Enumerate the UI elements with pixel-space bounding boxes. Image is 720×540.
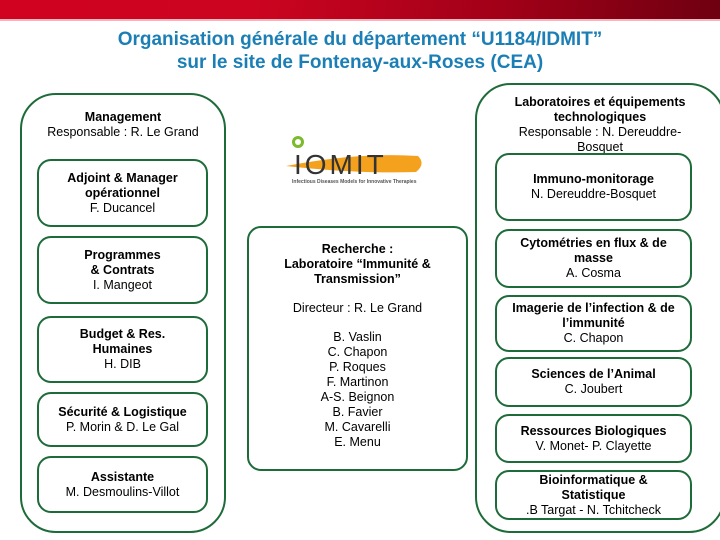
research-member: P. Roques bbox=[329, 360, 386, 374]
labs-box: Bioinformatique & Statistique.B Targat -… bbox=[495, 470, 692, 520]
box-title: Cytométries en flux & de masse bbox=[520, 236, 667, 265]
labs-title: Laboratoires et équipements technologiqu… bbox=[514, 95, 686, 124]
box-person: V. Monet- P. Clayette bbox=[535, 438, 652, 453]
box-title: Ressources Biologiques bbox=[520, 423, 667, 438]
box-title: Imagerie de l’infection & de l’immunité bbox=[512, 301, 675, 330]
research-lab: Laboratoire “Immunité & Transmission” bbox=[284, 257, 431, 286]
management-title: Management bbox=[84, 110, 162, 124]
management-group: Management Responsable : R. Le Grand bbox=[20, 93, 226, 533]
page-title: Organisation générale du département “U1… bbox=[0, 28, 720, 74]
title-line1: Organisation générale du département “U1… bbox=[117, 29, 603, 50]
box-person: H. DIB bbox=[104, 357, 141, 371]
box-title: Immuno-monitorage bbox=[533, 172, 654, 186]
svg-text:IOMIT: IOMIT bbox=[294, 149, 387, 180]
box-title: Assistante bbox=[90, 469, 155, 484]
header-bar bbox=[0, 0, 720, 21]
research-member: B. Vaslin bbox=[333, 330, 382, 344]
box-person: C. Chapon bbox=[563, 331, 624, 345]
box-person: C. Joubert bbox=[564, 382, 623, 396]
management-responsable: Responsable : R. Le Grand bbox=[47, 125, 199, 139]
box-title: Adjoint & Manager opérationnel bbox=[67, 170, 178, 200]
box-title: Programmes & Contrats bbox=[84, 247, 161, 277]
research-box: Recherche : Laboratoire “Immunité & Tran… bbox=[247, 226, 468, 471]
box-person: I. Mangeot bbox=[92, 277, 153, 292]
box-title: Budget & Res. Humaines bbox=[79, 327, 166, 356]
research-director: Directeur : R. Le Grand bbox=[292, 301, 423, 315]
research-title: Recherche : bbox=[321, 242, 394, 256]
box-person: M. Desmoulins-Villot bbox=[65, 484, 180, 499]
research-member: A-S. Beignon bbox=[320, 390, 395, 404]
box-person: P. Morin & D. Le Gal bbox=[65, 419, 179, 434]
box-title: Sciences de l’Animal bbox=[531, 367, 656, 381]
box-title: Sécurité & Logistique bbox=[58, 404, 187, 419]
box-person: A. Cosma bbox=[566, 266, 621, 280]
research-member: C. Chapon bbox=[327, 345, 388, 359]
box-title: Bioinformatique & Statistique bbox=[539, 472, 648, 502]
labs-responsable: Responsable : N. Dereuddre-Bosquet bbox=[518, 125, 682, 154]
svg-text:Infectious Diseases Models for: Infectious Diseases Models for Innovativ… bbox=[292, 179, 417, 185]
research-member: F. Martinon bbox=[326, 375, 389, 389]
research-member: M. Cavarelli bbox=[324, 420, 391, 434]
title-line2: sur le site de Fontenay-aux-Roses (CEA) bbox=[176, 52, 544, 73]
box-person: F. Ducancel bbox=[89, 200, 156, 215]
labs-group: Laboratoires et équipements technologiqu… bbox=[475, 83, 720, 533]
box-person: N. Dereuddre-Bosquet bbox=[530, 187, 657, 201]
research-member: E. Menu bbox=[334, 435, 381, 449]
research-member: B. Favier bbox=[332, 405, 383, 419]
idmit-logo: IOMIT Infectious Diseases Models for Inn… bbox=[286, 136, 422, 185]
box-person: .B Targat - N. Tchitcheck bbox=[525, 502, 661, 517]
